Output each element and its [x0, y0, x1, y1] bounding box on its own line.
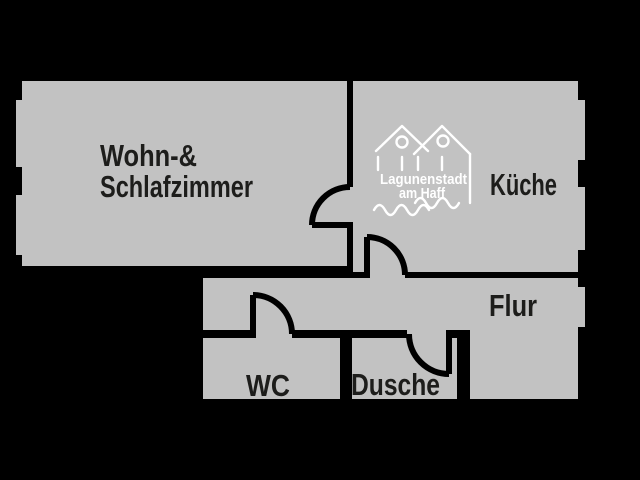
logo-houses-icon [372, 124, 472, 217]
logo-right-window-icon [436, 134, 450, 148]
door-arc-dusche [406, 333, 450, 377]
room-labels: Wohn-& Schlafzimmer Küche Flur WC Dusche [100, 138, 557, 403]
label-flur: Flur [489, 288, 537, 323]
door-arc-wc [252, 292, 295, 335]
label-dusche: Dusche [351, 367, 440, 402]
logo-text-line2: am Haff [399, 186, 445, 202]
lagunenstadt-logo: Lagunenstadt am Haff [372, 124, 472, 217]
label-kueche: Küche [490, 167, 557, 202]
label-wc: WC [246, 368, 290, 403]
doorway-wohnzimmer-kueche [347, 187, 353, 225]
room-dusche [352, 338, 457, 399]
logo-text-line1: Lagunenstadt [380, 172, 467, 188]
room-wohn-schlafzimmer [16, 81, 347, 266]
logo-right-house-roof [412, 124, 472, 156]
label-wohn-schlafzimmer-line2: Schlafzimmer [100, 169, 253, 204]
label-wohn-schlafzimmer-line1: Wohn-& [100, 138, 197, 173]
doorway-kueche-flur [367, 272, 405, 278]
door-arc-kueche-flur [366, 234, 408, 276]
logo-wave-upper-icon [413, 196, 461, 210]
doors [250, 184, 452, 377]
logo-left-house-roof [374, 124, 430, 153]
room-wc [203, 338, 340, 399]
doorway-flur-dusche [407, 330, 447, 338]
doorway-flur-wc [252, 330, 292, 338]
logo-wave-lower-icon [372, 203, 431, 217]
door-arc-wohnzimmer-kueche [309, 184, 351, 226]
logo-left-window-icon [395, 135, 409, 149]
room-flur [203, 278, 585, 399]
rooms [16, 81, 585, 399]
